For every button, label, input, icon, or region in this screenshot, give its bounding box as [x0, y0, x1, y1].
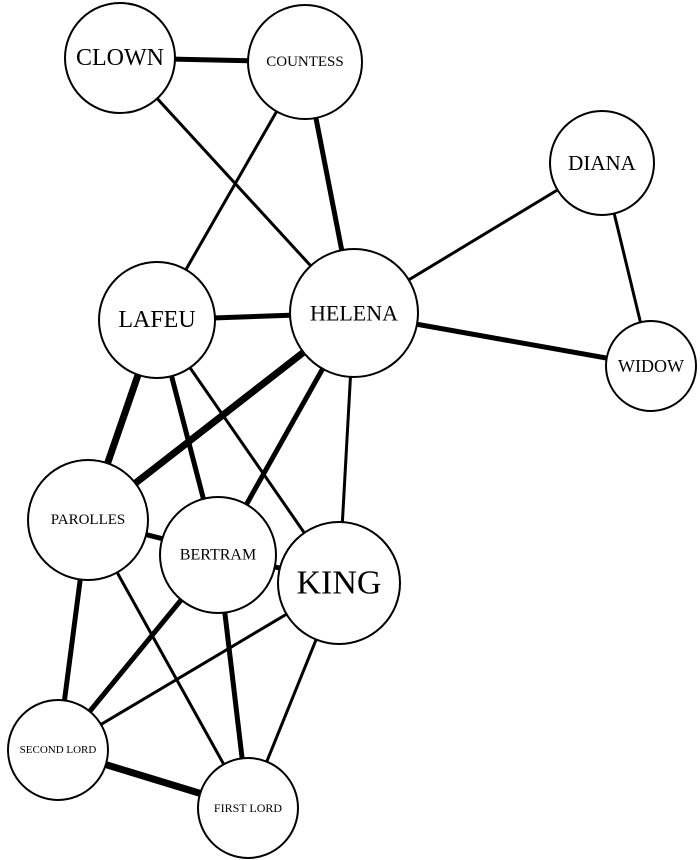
node-clown: CLOWN: [64, 2, 176, 114]
node-label-clown: CLOWN: [76, 45, 164, 71]
node-label-lafeu: LAFEU: [118, 307, 195, 333]
node-label-widow: WIDOW: [618, 356, 684, 376]
node-bertram: BERTRAM: [159, 496, 277, 614]
node-label-countess: COUNTESS: [266, 54, 344, 70]
node-label-diana: DIANA: [568, 151, 636, 175]
node-king: KING: [277, 521, 401, 645]
node-circle-widow: [605, 320, 697, 412]
node-countess: COUNTESS: [247, 4, 363, 120]
node-circle-king: [277, 521, 401, 645]
node-parolles: PAROLLES: [27, 459, 149, 581]
node-circle-diana: [549, 110, 655, 216]
node-circle-clown: [64, 2, 176, 114]
node-diana: DIANA: [549, 110, 655, 216]
node-circle-first-lord: [197, 757, 299, 859]
node-label-helena: HELENA: [310, 301, 398, 326]
node-circle-second-lord: [7, 699, 109, 801]
node-first-lord: FIRST LORD: [197, 757, 299, 859]
node-label-king: KING: [297, 565, 382, 602]
node-label-second-lord: SECOND LORD: [20, 744, 97, 756]
node-circle-bertram: [159, 496, 277, 614]
node-helena: HELENA: [289, 248, 419, 378]
node-circle-lafeu: [98, 261, 216, 379]
node-label-parolles: PAROLLES: [51, 512, 125, 528]
node-circle-helena: [289, 248, 419, 378]
node-circle-parolles: [27, 459, 149, 581]
node-circle-countess: [247, 4, 363, 120]
nodes-layer: CLOWN COUNTESS DIANA LAFEU HELENA WIDOW PAROLL…: [7, 2, 697, 859]
node-label-first-lord: FIRST LORD: [214, 801, 282, 815]
node-widow: WIDOW: [605, 320, 697, 412]
node-label-bertram: BERTRAM: [180, 547, 256, 564]
node-second-lord: SECOND LORD: [7, 699, 109, 801]
node-lafeu: LAFEU: [98, 261, 216, 379]
